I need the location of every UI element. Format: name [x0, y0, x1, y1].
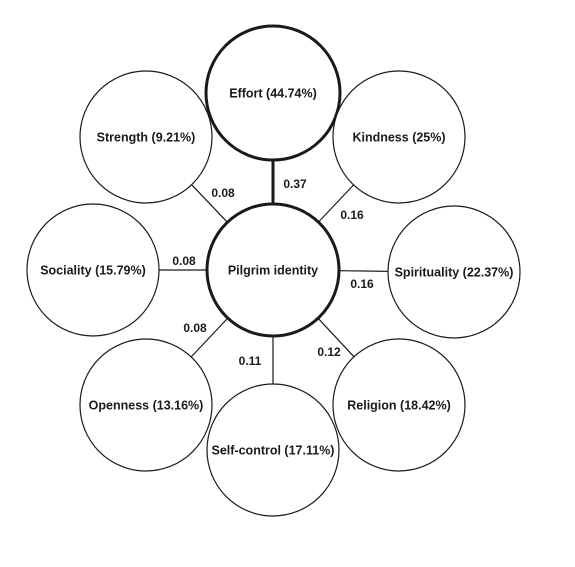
- edge-weight-openness: 0.08: [183, 321, 207, 335]
- edge-weight-religion: 0.12: [317, 345, 341, 359]
- node-circle-effort: [204, 24, 342, 162]
- edge-weight-kindness: 0.16: [340, 208, 364, 222]
- node-effort: Effort (44.74%): [204, 24, 342, 162]
- center-node: [205, 202, 341, 338]
- nodes-layer: Effort (44.74%) Kindness (25%) Spiritualit…: [26, 24, 521, 517]
- node-circle-spirituality: [387, 205, 521, 339]
- edge-weight-spirituality: 0.16: [350, 277, 374, 291]
- node-openness: Openness (13.16%): [79, 338, 213, 472]
- node-strength: Strength (9.21%): [79, 70, 213, 204]
- node-label-strength: Strength (9.21%): [97, 130, 196, 144]
- node-spirituality: Spirituality (22.37%): [387, 205, 521, 339]
- edge-labels-layer: 0.37 0.16 0.16 0.12 0.11 0.08 0.08 0.08: [172, 177, 374, 368]
- edges-layer: [159, 160, 389, 384]
- node-circle-kindness: [332, 70, 466, 204]
- node-label-effort: Effort (44.74%): [229, 86, 317, 100]
- edge-weight-self-control: 0.11: [239, 354, 262, 368]
- node-circle-self-control: [206, 383, 340, 517]
- node-circle-strength: [79, 70, 213, 204]
- node-religion: Religion (18.42%): [332, 338, 466, 472]
- center-node-label: Pilgrim identity: [228, 263, 318, 277]
- edge-religion: [317, 317, 355, 358]
- edge-kindness: [317, 184, 355, 223]
- node-kindness: Kindness (25%): [332, 70, 466, 204]
- node-label-kindness: Kindness (25%): [352, 130, 445, 144]
- center-node-group: Pilgrim identity: [205, 202, 341, 338]
- edge-weight-strength: 0.08: [211, 186, 235, 200]
- node-sociality: Sociality (15.79%): [26, 203, 160, 337]
- edge-strength: [191, 184, 228, 223]
- node-self-control: Self-control (17.11%): [206, 383, 340, 517]
- node-label-spirituality: Spirituality (22.37%): [395, 265, 514, 279]
- node-label-religion: Religion (18.42%): [347, 398, 451, 412]
- node-circle-sociality: [26, 203, 160, 337]
- edge-weight-effort: 0.37: [283, 177, 307, 191]
- node-label-self-control: Self-control (17.11%): [212, 443, 335, 457]
- edge-weight-sociality: 0.08: [172, 254, 196, 268]
- edge-spirituality: [338, 270, 389, 272]
- node-label-openness: Openness (13.16%): [89, 398, 204, 412]
- edge-openness: [190, 317, 229, 358]
- node-circle-religion: [332, 338, 466, 472]
- node-circle-openness: [79, 338, 213, 472]
- node-label-sociality: Sociality (15.79%): [40, 263, 146, 277]
